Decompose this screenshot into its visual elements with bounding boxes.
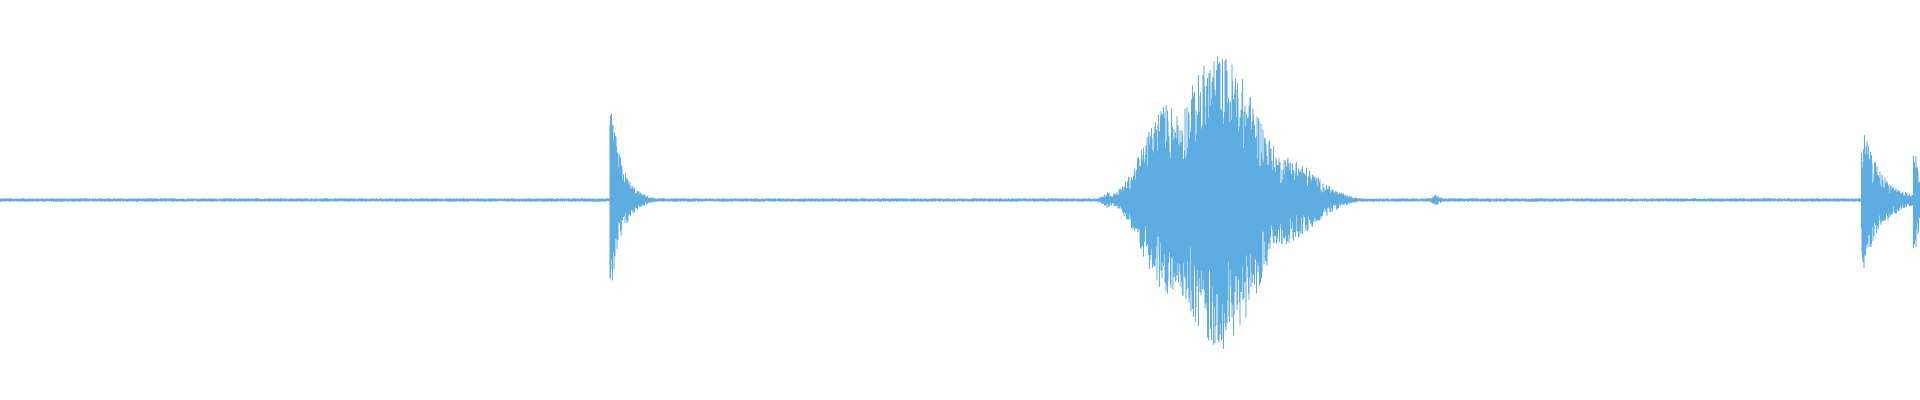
waveform-signal xyxy=(0,56,1920,349)
